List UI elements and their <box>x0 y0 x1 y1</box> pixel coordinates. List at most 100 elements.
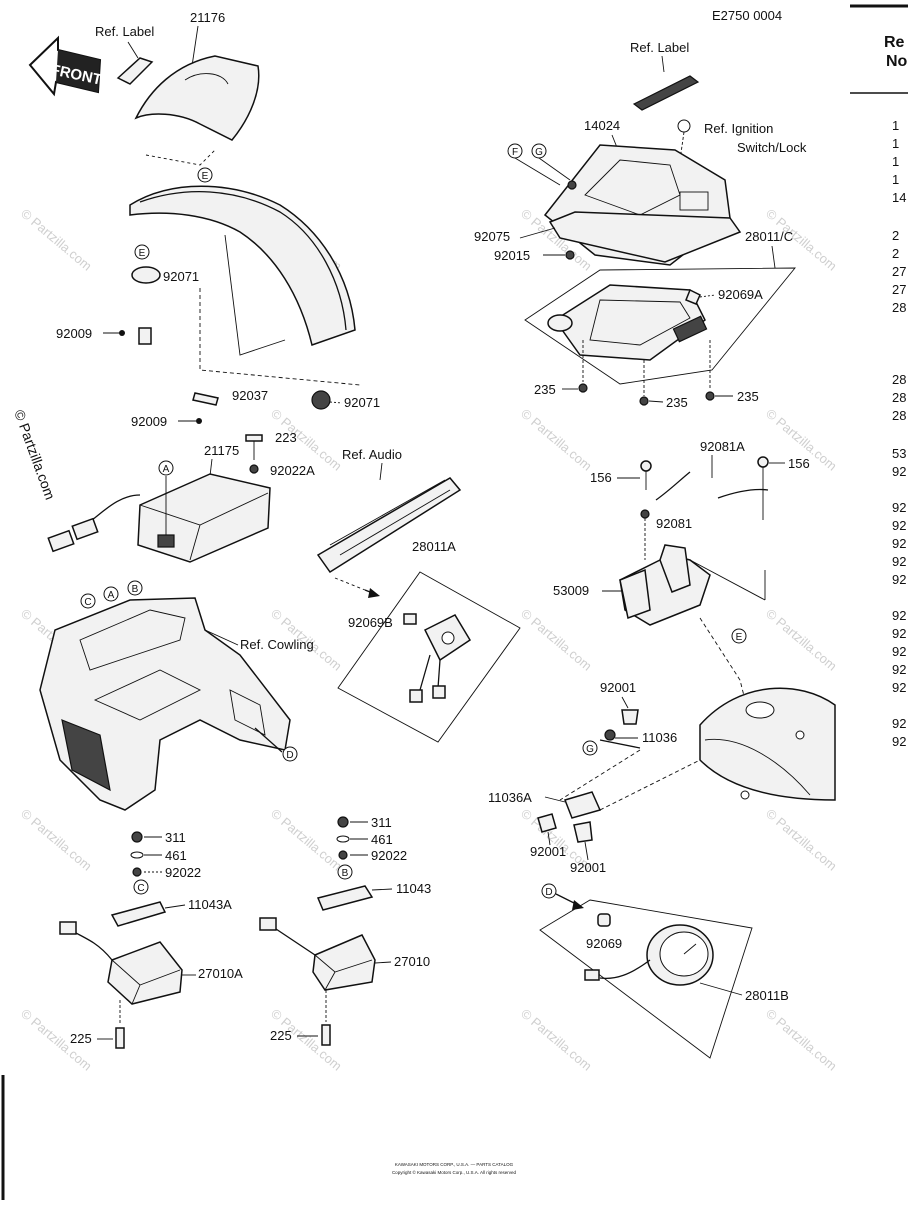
cowling-pocket <box>93 669 202 721</box>
callout-letter: E <box>139 248 146 259</box>
bracket-11036a <box>564 791 602 819</box>
side-list-item: 92 <box>892 626 906 641</box>
screw <box>119 330 125 336</box>
bolt-225 <box>115 1027 125 1049</box>
part-number: 461 <box>371 832 393 847</box>
nut <box>565 250 575 260</box>
fuel-tank <box>699 687 836 801</box>
side-list-item: 1 <box>892 136 899 151</box>
callout-letter: C <box>137 883 144 894</box>
leader-line <box>127 41 139 59</box>
fender-bracket <box>224 234 286 356</box>
ignition-cover-assembly: Ref. Label Ref. Ignition Switch/Lock 140… <box>474 40 807 410</box>
lock-washer <box>132 867 142 877</box>
screw <box>567 180 577 190</box>
wire-harness <box>91 494 141 521</box>
leader-line <box>371 888 393 891</box>
part-number: 92071 <box>344 395 380 410</box>
side-list-item: 92 <box>892 536 906 551</box>
side-list-item: 28 <box>892 390 906 405</box>
arrow-head <box>368 588 380 598</box>
side-list-item: 28 <box>892 300 906 315</box>
callout-letter: G <box>535 147 543 158</box>
relay-27010-assembly: 311 461 92022 B 11043 27010 225 <box>259 815 431 1046</box>
cowling-section: C A B Ref. Cowling D <box>39 580 314 811</box>
connector <box>59 921 77 935</box>
dash-line <box>199 288 361 386</box>
grommet <box>131 266 161 284</box>
part-number: 21175 <box>204 443 239 458</box>
part-number: 235 <box>666 395 688 410</box>
column-header-ref: Re <box>884 34 905 51</box>
callout-e <box>134 244 150 260</box>
part-number: 92001 <box>570 860 606 875</box>
part-number: 235 <box>737 389 759 404</box>
meter-inset: D 92069 28011B <box>539 883 789 1059</box>
leader-line <box>379 462 383 481</box>
part-number: 92022 <box>165 865 201 880</box>
nut <box>131 831 143 843</box>
part-number: 92037 <box>232 388 268 403</box>
side-list-item: 1 <box>892 172 899 187</box>
callout-letter: C <box>84 597 91 608</box>
watermark: © Partzilla.com <box>518 606 595 674</box>
plug-port <box>441 631 455 645</box>
side-list-item: 92 <box>892 716 906 731</box>
side-ref-list: 1 1 1 1 14 2 2 27 27 28 28 28 28 53 92 9… <box>892 118 906 749</box>
part-number: 28011/C <box>745 229 793 244</box>
bracket <box>110 901 167 927</box>
washer <box>249 464 259 474</box>
label-decal <box>632 75 700 111</box>
part-number: 11036 <box>642 730 677 745</box>
lock-washer <box>338 850 348 860</box>
relay-27010 <box>312 934 376 991</box>
side-list-item: 92 <box>892 680 906 695</box>
washer <box>604 729 616 741</box>
audio-section: Ref. Audio 28011A 92069B <box>316 447 521 743</box>
audio-unit-detail <box>329 479 451 556</box>
cover-gasket <box>548 211 742 263</box>
leader-line <box>204 629 239 646</box>
part-number: 92001 <box>530 844 566 859</box>
clip <box>685 288 701 305</box>
part-number: 311 <box>165 830 186 845</box>
leader-line <box>544 796 566 803</box>
side-list-item: 28 <box>892 372 906 387</box>
watermark: © Partzilla.com <box>268 806 345 874</box>
leader-line <box>621 696 629 709</box>
dash-line <box>699 617 746 701</box>
relay-27010a <box>107 941 183 1005</box>
cowling-panel <box>61 719 111 792</box>
tail-cover-detail <box>184 73 229 85</box>
callout-c <box>80 593 96 609</box>
audio-unit <box>316 477 462 574</box>
side-list-item: 27 <box>892 264 906 279</box>
callout-letter: E <box>202 171 209 182</box>
rear-fender <box>129 185 356 346</box>
watermark: © Partzilla.com <box>18 806 95 874</box>
callout-letter: F <box>512 147 518 158</box>
leader-line <box>648 400 664 403</box>
callout-e <box>197 167 213 183</box>
leader-line <box>699 982 743 996</box>
tank-mount <box>740 790 750 800</box>
terminal <box>432 685 446 699</box>
bracket-upright <box>619 568 651 620</box>
leader-line <box>584 841 589 861</box>
tail-cover <box>134 55 260 141</box>
connector <box>584 969 600 981</box>
dash-line <box>689 559 766 601</box>
bolt-92001 <box>537 813 557 833</box>
watermark: © Partzilla.com <box>518 1006 595 1074</box>
ref-label-left: Ref. Label <box>95 24 154 39</box>
meter-wire <box>599 959 651 980</box>
side-watermark: © Partzilla.com <box>11 408 58 502</box>
callout-letter: D <box>545 887 552 898</box>
part-number: 92075 <box>474 229 510 244</box>
bolt <box>705 391 715 401</box>
cowling-vent <box>229 689 266 736</box>
terminal <box>409 689 423 703</box>
part-number: 92069B <box>348 615 393 630</box>
arrow-head <box>572 900 584 910</box>
